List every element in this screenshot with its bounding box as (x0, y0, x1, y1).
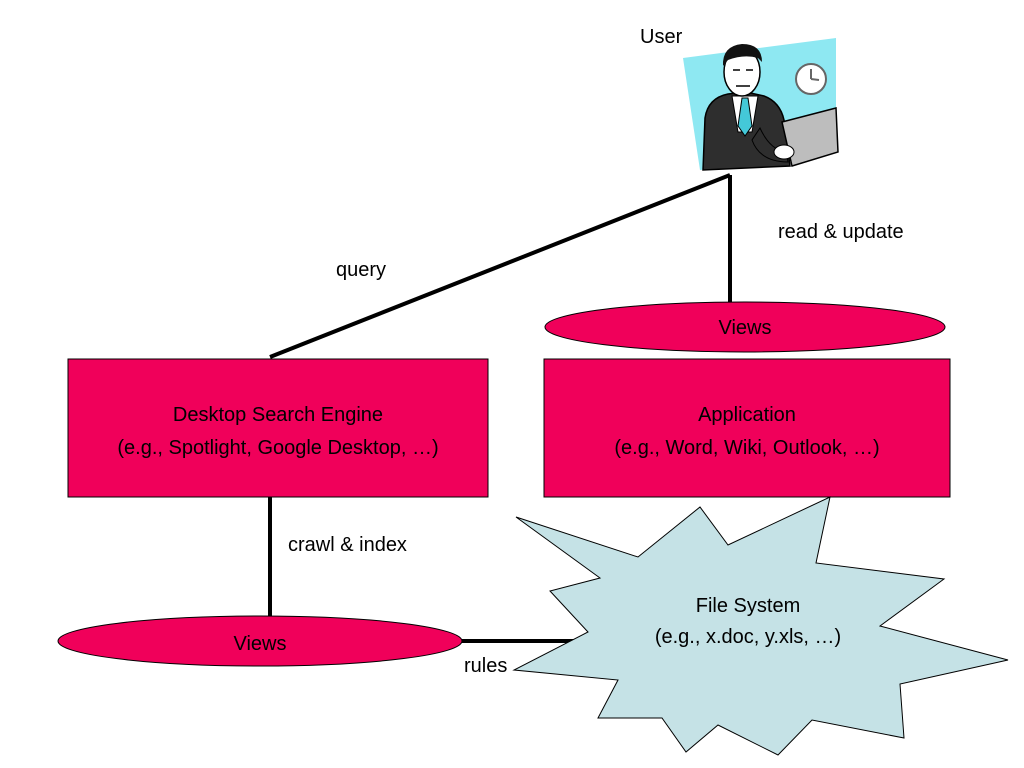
user-label: User (640, 26, 683, 48)
search-engine-subtitle: (e.g., Spotlight, Google Desktop, …) (117, 437, 438, 459)
query-connector (269, 173, 731, 359)
rules-label: rules (464, 655, 507, 677)
application-box (543, 358, 951, 498)
views-top-label: Views (719, 317, 772, 339)
search-engine-title: Desktop Search Engine (173, 404, 383, 426)
file-system-subtitle: (e.g., x.doc, y.xls, …) (655, 626, 841, 648)
read-update-label: read & update (778, 221, 904, 243)
views-bottom-ellipse (57, 615, 463, 667)
search-engine-box (67, 358, 489, 498)
crawl-index-label: crawl & index (288, 534, 407, 556)
views-top-ellipse (544, 301, 946, 353)
file-system-starburst (512, 496, 1009, 756)
application-title: Application (698, 404, 796, 426)
application-subtitle: (e.g., Word, Wiki, Outlook, …) (614, 437, 879, 459)
businessman-laptop-icon (683, 38, 839, 171)
file-system-title: File System (696, 595, 800, 617)
views-bottom-label: Views (234, 633, 287, 655)
query-label: query (336, 259, 386, 281)
